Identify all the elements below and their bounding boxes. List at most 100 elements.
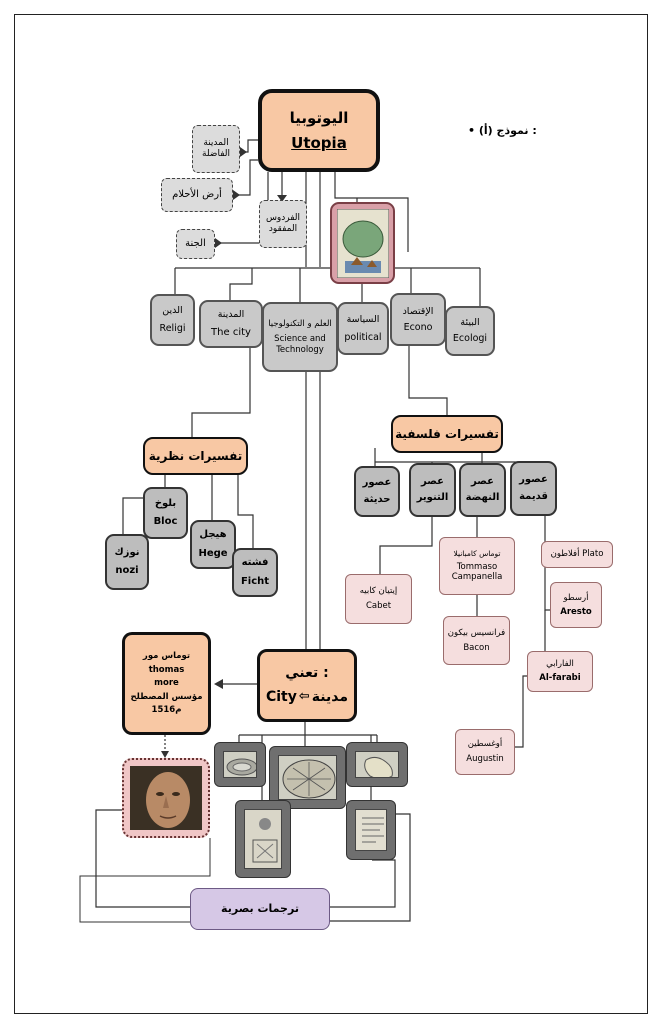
branch-label-en: The city — [211, 326, 251, 338]
more-line-3: more — [154, 678, 179, 689]
theorist-name-ar: بلوخ — [154, 497, 177, 509]
branch-politics: السياسة political — [337, 302, 389, 355]
bullet-dot: • — [468, 124, 476, 137]
thinker-name-ar: أوغسطين — [467, 739, 503, 750]
colosseum-illustration — [226, 758, 256, 776]
image-colosseum-picture — [223, 751, 257, 778]
thinker-name-ar: فرانسيس بيكون — [447, 627, 506, 638]
era-line-1: عصور — [362, 477, 392, 488]
branch-label-ar: المدينة — [217, 308, 245, 320]
thinker-name-ar: إيتيان كابيه — [359, 586, 398, 597]
island-map-small-illustration — [364, 756, 393, 777]
branch-economy: الإقتصاد Econo — [390, 293, 446, 346]
theorist-name-en: Bloc — [153, 516, 178, 527]
branch-ecology: البيئة Ecologi — [445, 306, 495, 356]
portrait-illustration — [130, 766, 202, 830]
era-modern: عصور حديثة — [354, 466, 400, 517]
synonym-label: المدينة الفاضلة — [202, 137, 230, 159]
era-line-2: حديثة — [363, 493, 391, 505]
city-label-ar: مدينة — [311, 688, 349, 705]
synonym-label: الجنة — [185, 237, 206, 249]
root-node-utopia: اليوتوبيا Utopia — [258, 89, 380, 172]
theorist-fichte: فشته Ficht — [232, 548, 278, 597]
branch-label-ar: السياسة — [346, 313, 380, 325]
image-island-map-picture — [355, 751, 399, 778]
root-title-ar: اليوتوبيا — [289, 108, 349, 127]
era-renaissance: عصر النهضة — [459, 463, 506, 517]
philosophical-interpretations-title: تفسيرات فلسفية — [391, 415, 503, 453]
image-island-map — [346, 742, 408, 787]
era-line-1: عصر — [471, 475, 494, 487]
image-woodcut — [235, 800, 291, 878]
thinker-cabet: إيتيان كابيه Cabet — [345, 574, 412, 624]
era-line-1: عصر — [421, 475, 444, 487]
visual-translations-box: ترجمات بصرية — [190, 888, 330, 930]
thinker-farabi: الفارابي Al-farabi — [527, 651, 593, 692]
city-label-en: City — [265, 688, 297, 705]
thinker-name-en: Augustin — [466, 754, 504, 764]
branch-label-ar: العلم و التكنولوجيا — [268, 318, 332, 329]
branch-city: المدينة The city — [199, 300, 263, 348]
more-line-1: توماس مور — [142, 650, 191, 661]
thinker-name-en: Cabet — [365, 601, 392, 611]
synonym-label: أرض الأحلام — [172, 188, 222, 200]
synonym-label: الفردوس المفقود — [265, 212, 301, 234]
thomas-more-box: توماس مور thomas more مؤسس المصطلح 1516م — [122, 632, 211, 735]
utopia-island-image — [330, 202, 395, 284]
thinker-name: أفلاطون Plato — [550, 549, 604, 560]
visual-translations-label: ترجمات بصرية — [221, 902, 299, 916]
thinker-name-en: Al-farabi — [539, 673, 581, 683]
branch-label-en: Science and Technology — [274, 334, 326, 355]
city-plan-illustration — [282, 759, 336, 799]
era-line-2: التنوير — [416, 492, 449, 503]
island-map-illustration — [337, 209, 389, 278]
theorist-name-en: nozi — [115, 565, 139, 576]
branch-label-ar: البيئة — [460, 317, 480, 329]
theorist-name-ar: فشته — [241, 557, 269, 568]
arrow-left-icon: ⇦ — [298, 689, 310, 705]
city-line-2: City ⇦ مدينة — [266, 689, 348, 707]
theorist-name-ar: هيجل — [199, 529, 227, 540]
manuscript-illustration — [356, 810, 386, 850]
thinker-name-en: Bacon — [463, 642, 490, 653]
thomas-more-portrait — [122, 758, 210, 838]
thinker-name-en-2: Campanella — [451, 572, 503, 583]
thinker-campanella: توماس كامبانيلا Tommaso Campanella — [439, 537, 515, 595]
more-line-2: thomas — [148, 664, 185, 675]
image-city-plan-picture — [278, 755, 337, 800]
root-title-en: Utopia — [291, 133, 347, 152]
page-border — [14, 14, 648, 1014]
image-manuscript-picture — [355, 809, 387, 851]
branch-label-ar: الدين — [162, 305, 183, 317]
synonym-lost-paradise: الفردوس المفقود — [259, 200, 307, 248]
thinker-augustine: أوغسطين Augustin — [455, 729, 515, 775]
synonym-virtuous-city: المدينة الفاضلة — [192, 125, 240, 173]
era-ancient: عصور قديمة — [510, 461, 557, 516]
image-city-plan — [269, 746, 346, 809]
era-line-2: قديمة — [519, 490, 548, 502]
image-woodcut-picture — [244, 809, 282, 869]
theorist-name-en: Hege — [198, 547, 228, 559]
thinker-name-en: Aresto — [560, 606, 592, 617]
synonym-paradise: الجنة — [176, 229, 215, 259]
branch-science-technology: العلم و التكنولوجيا Science and Technolo… — [262, 302, 338, 372]
theoretical-interpretations-title: تفسيرات نظرية — [143, 437, 248, 475]
theoretical-title-text: تفسيرات نظرية — [148, 448, 243, 463]
thinker-name-ar: أرسطو — [563, 592, 589, 603]
more-line-5: 1516م — [151, 705, 182, 716]
thinker-name-ar: توماس كامبانيلا — [453, 549, 501, 559]
image-colosseum — [214, 742, 266, 787]
theorist-bloch: بلوخ Bloc — [143, 487, 188, 539]
branch-label-en: Religi — [159, 323, 186, 334]
philosophical-title-text: تفسيرات فلسفية — [395, 426, 499, 441]
theorist-name-ar: نوزك — [114, 546, 140, 558]
thinker-plato: أفلاطون Plato — [541, 541, 613, 568]
theorist-hegel: هيجل Hege — [190, 520, 236, 569]
city-meaning-box: تعني : City ⇦ مدينة — [257, 649, 357, 722]
branch-label-en: Econo — [403, 321, 433, 333]
thinker-name-en-1: Tommaso — [456, 561, 498, 572]
more-line-4: مؤسس المصطلح — [130, 691, 203, 702]
branch-label-en: Ecologi — [452, 333, 488, 344]
woodcut-illustration — [245, 810, 281, 868]
branch-label-en: political — [344, 331, 382, 343]
